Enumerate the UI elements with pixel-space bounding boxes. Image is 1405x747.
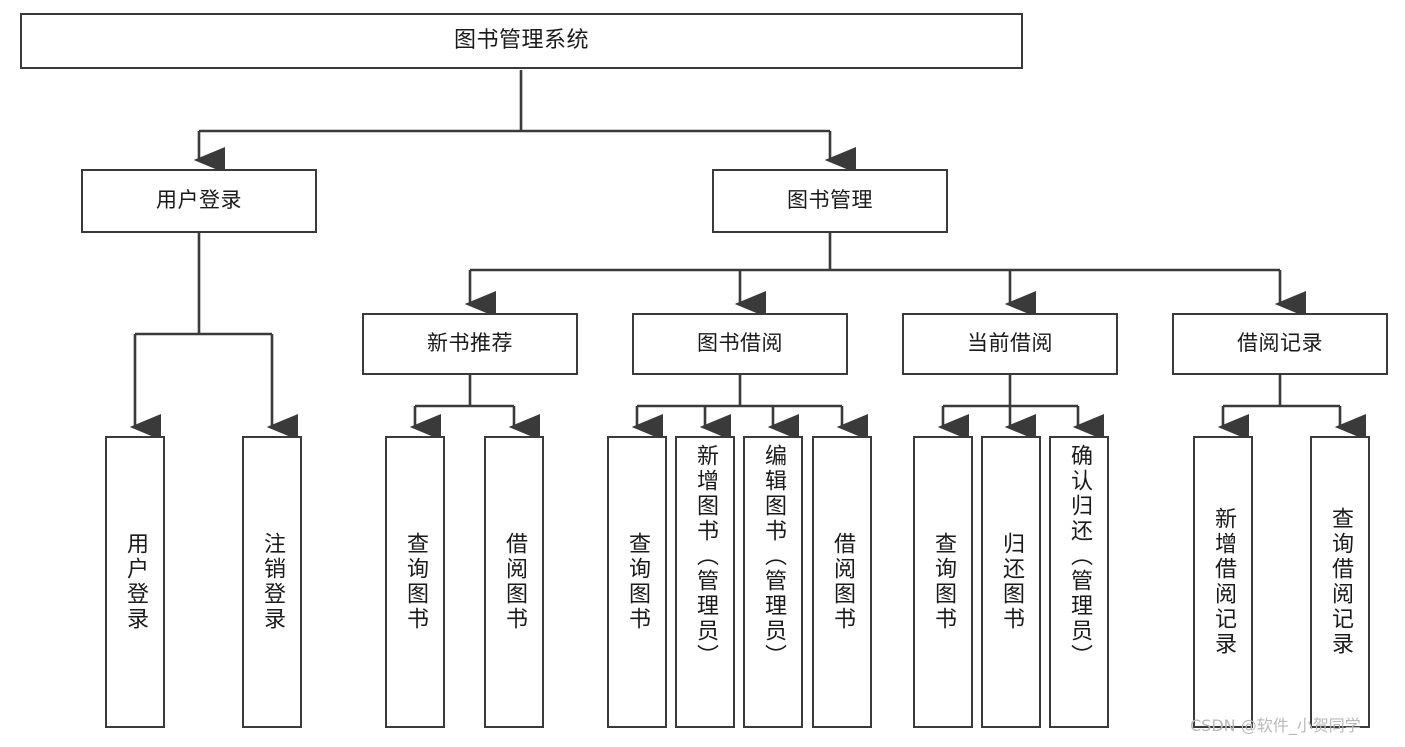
node-user-login-label: 用户登录 [156,188,242,213]
node-leaf-add-book[interactable]: 新增图书（管理员） [675,436,735,728]
node-current-borrow-label: 当前借阅 [967,331,1053,356]
node-root[interactable]: 图书管理系统 [20,13,1023,69]
node-leaf-confirm-return[interactable]: 确认归还（管理员） [1049,436,1109,728]
node-leaf-query-book-3[interactable]: 查询图书 [913,436,973,728]
node-leaf-user-login-label: 用户登录 [123,532,148,632]
node-current-borrow[interactable]: 当前借阅 [902,313,1118,375]
node-leaf-borrow-book-2[interactable]: 借阅图书 [812,436,872,728]
node-leaf-borrow-book-1[interactable]: 借阅图书 [484,436,544,728]
node-leaf-query-book-1[interactable]: 查询图书 [385,436,445,728]
node-new-book-recommend[interactable]: 新书推荐 [362,313,578,375]
node-leaf-edit-book-label: 编辑图书（管理员） [761,444,786,669]
node-leaf-user-login[interactable]: 用户登录 [105,436,165,728]
node-book-borrow-label: 图书借阅 [697,331,783,356]
node-leaf-query-book-1-label: 查询图书 [403,532,428,632]
node-new-book-recommend-label: 新书推荐 [427,331,513,356]
node-book-management[interactable]: 图书管理 [712,169,948,233]
node-leaf-logout[interactable]: 注销登录 [242,436,302,728]
node-book-borrow[interactable]: 图书借阅 [632,313,848,375]
csdn-watermark: CSDN @软件_小贺同学 [1190,716,1361,735]
node-leaf-add-record-label: 新增借阅记录 [1211,507,1236,657]
node-leaf-query-record-label: 查询借阅记录 [1328,507,1353,657]
node-leaf-add-book-label: 新增图书（管理员） [693,444,718,669]
node-root-label: 图书管理系统 [453,28,589,54]
node-leaf-edit-book[interactable]: 编辑图书（管理员） [743,436,803,728]
node-leaf-return-book[interactable]: 归还图书 [981,436,1041,728]
node-book-management-label: 图书管理 [787,188,873,213]
node-borrow-record[interactable]: 借阅记录 [1172,313,1388,375]
node-user-login[interactable]: 用户登录 [81,169,317,233]
node-leaf-query-record[interactable]: 查询借阅记录 [1310,436,1370,728]
node-leaf-query-book-2[interactable]: 查询图书 [607,436,667,728]
node-borrow-record-label: 借阅记录 [1237,331,1323,356]
node-leaf-borrow-book-1-label: 借阅图书 [502,532,527,632]
node-leaf-return-book-label: 归还图书 [999,532,1024,632]
node-leaf-query-book-3-label: 查询图书 [931,532,956,632]
node-leaf-add-record[interactable]: 新增借阅记录 [1193,436,1253,728]
node-leaf-logout-label: 注销登录 [260,532,285,632]
node-leaf-borrow-book-2-label: 借阅图书 [830,532,855,632]
node-leaf-query-book-2-label: 查询图书 [625,532,650,632]
node-leaf-confirm-return-label: 确认归还（管理员） [1067,444,1092,669]
